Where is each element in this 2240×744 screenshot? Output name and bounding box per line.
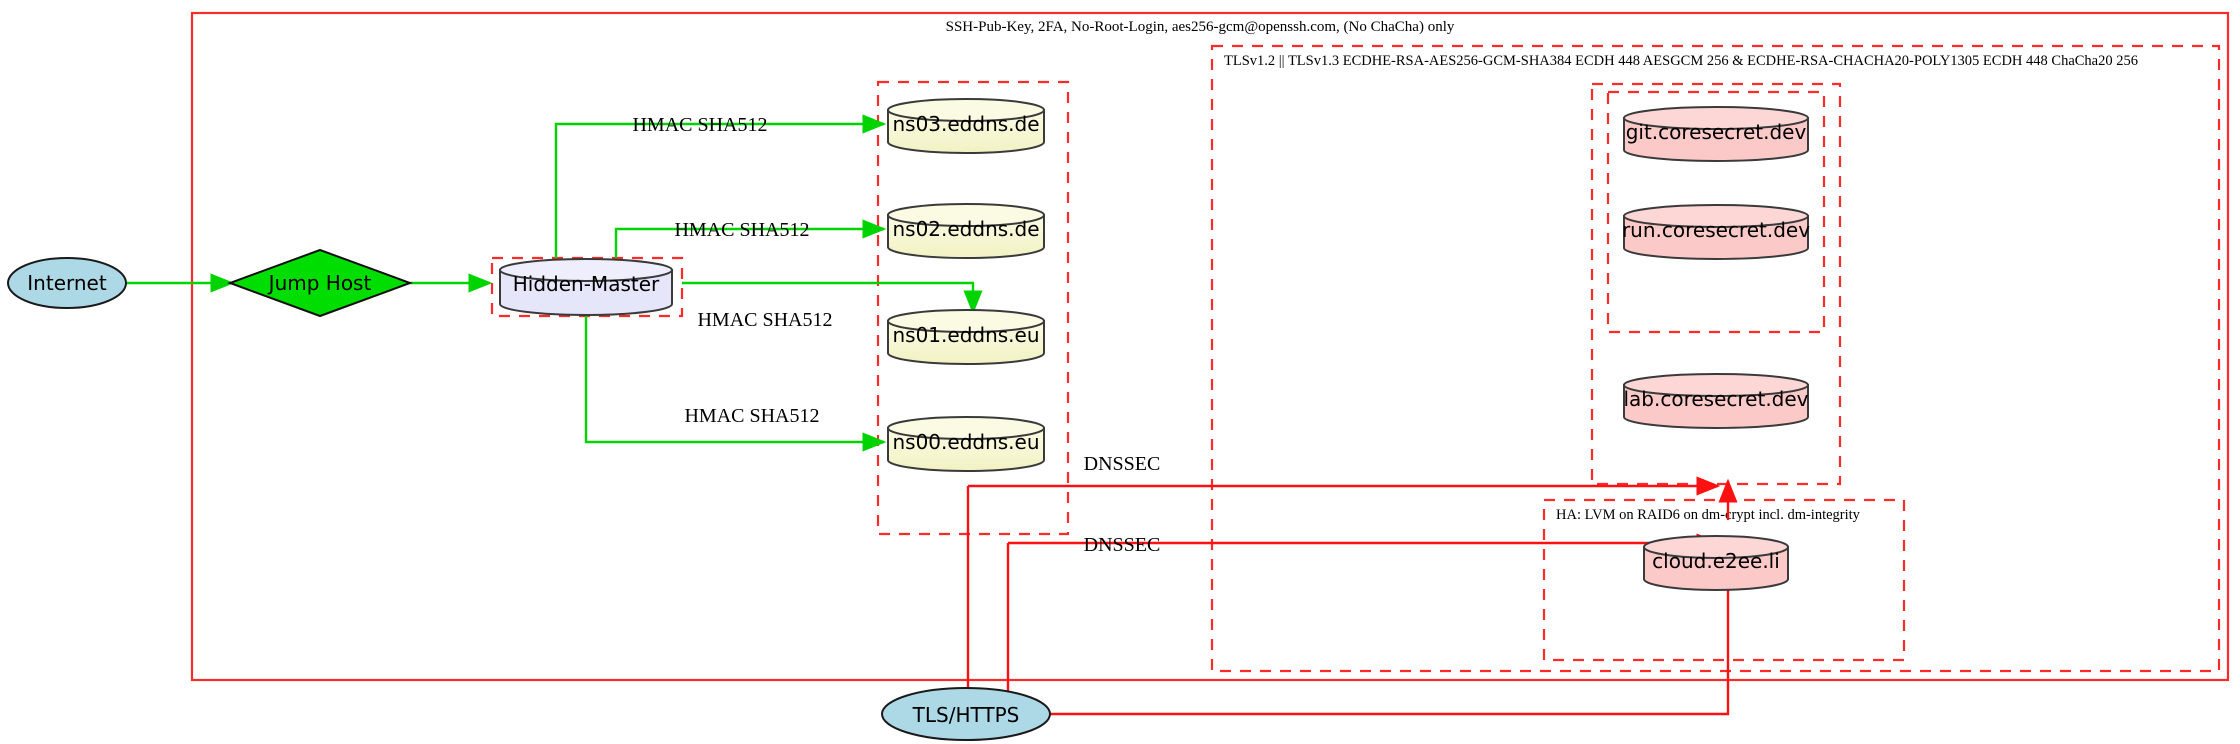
node-tls-https-label: TLS/HTTPS [912, 703, 1020, 727]
node-ns03[interactable]: ns03.eddns.de [887, 98, 1045, 154]
edge-master-ns00 [584, 316, 887, 452]
node-ns01-label: ns01.eddns.eu [892, 323, 1039, 347]
node-lab-coresecret[interactable]: lab.coresecret.dev [1623, 373, 1809, 429]
node-cloud-e2ee-label: cloud.e2ee.li [1652, 549, 1780, 573]
node-jumphost-label: Jump Host [267, 271, 372, 295]
node-git-coresecret[interactable]: git.coresecret.dev [1623, 106, 1809, 162]
node-ns02[interactable]: ns02.eddns.de [887, 203, 1045, 259]
node-ns00[interactable]: ns00.eddns.eu [887, 416, 1045, 472]
edge-label-dnssec-lower: DNSSEC [1084, 534, 1161, 556]
group-ha-boundary-label: HA: LVM on RAID6 on dm-crypt incl. dm-in… [1556, 507, 1861, 523]
node-cloud-e2ee[interactable]: cloud.e2ee.li [1643, 535, 1789, 591]
node-git-coresecret-label: git.coresecret.dev [1626, 120, 1807, 144]
node-internet[interactable]: Internet [7, 257, 127, 309]
node-ns01[interactable]: ns01.eddns.eu [887, 309, 1045, 365]
node-ns03-label: ns03.eddns.de [892, 112, 1039, 136]
group-tls-boundary [1210, 44, 2221, 673]
edge-label-dnssec-upper: DNSSEC [1084, 453, 1161, 475]
group-coresecret-inner-boundary [1606, 90, 1826, 334]
group-coresecret-outer-boundary [1590, 82, 1842, 486]
edge-label-hmac-ns01: HMAC SHA512 [697, 309, 832, 331]
edge-label-hmac-ns03: HMAC SHA512 [632, 114, 767, 136]
edge-label-hmac-ns02: HMAC SHA512 [674, 219, 809, 241]
node-hidden-master[interactable]: Hidden-Master [499, 258, 673, 316]
node-lab-coresecret-label: lab.coresecret.dev [1623, 387, 1808, 411]
node-internet-label: Internet [27, 271, 107, 295]
node-ns02-label: ns02.eddns.de [892, 217, 1039, 241]
group-tls-boundary-label: TLSv1.2 || TLSv1.3 ECDHE-RSA-AES256-GCM-… [1224, 53, 2138, 69]
edge-master-ns01 [682, 281, 983, 315]
node-run-coresecret-label: run.coresecret.dev [1622, 218, 1810, 242]
node-jumphost[interactable]: Jump Host [227, 248, 413, 318]
group-ssh-boundary-label: SSH-Pub-Key, 2FA, No-Root-Login, aes256-… [946, 19, 1455, 35]
group-ssh-boundary [190, 11, 2230, 682]
edge-master-ns03 [554, 114, 887, 258]
node-tls-https[interactable]: TLS/HTTPS [881, 687, 1051, 741]
node-ns00-label: ns00.eddns.eu [892, 430, 1039, 454]
edge-label-hmac-ns00: HMAC SHA512 [684, 405, 819, 427]
node-hidden-master-label: Hidden-Master [513, 272, 660, 296]
node-run-coresecret[interactable]: run.coresecret.dev [1622, 204, 1810, 260]
edge-tls-services [1050, 552, 1730, 716]
edge-master-ns02 [614, 219, 887, 258]
